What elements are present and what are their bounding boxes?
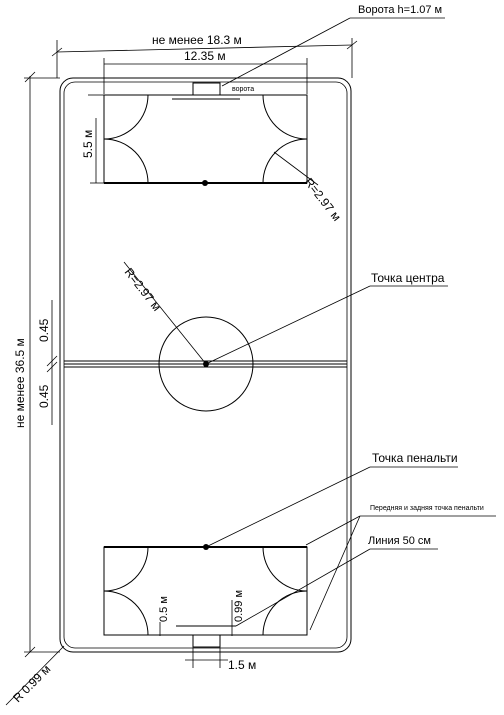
center-point-label: Точка центра: [371, 271, 445, 285]
line-50-label: Линия 50 см: [368, 535, 431, 547]
goal-height-label: Ворота h=1.07 м: [358, 4, 442, 16]
outer-corner-radius-label: R 0.99 м: [10, 662, 53, 705]
penalty-point-callout: Точка пенальти: [205, 451, 458, 548]
bottom-penalty-area: [103, 544, 308, 636]
halfline-lower-label: 0.45: [37, 384, 51, 408]
penalty-width-dimension: 12.35 м: [103, 49, 308, 94]
front-back-penalty-label: Передняя и задняя точка пенальти: [370, 505, 484, 512]
dim-099: 0.99 м: [231, 590, 245, 636]
goal-width-dimension: 1.5 м: [185, 648, 256, 672]
center-point-callout: Точка центра: [205, 271, 448, 365]
dim-05: 0.5 м: [158, 596, 170, 636]
front-back-penalty-callout: Передняя и задняя точка пенальти: [305, 505, 496, 631]
top-radius-label: R=2.97 м: [302, 175, 344, 224]
penalty-depth-label: 5.5 м: [81, 130, 95, 158]
penalty-depth-dimension: 5.5 м: [81, 94, 104, 184]
goal-height-callout: Ворота h=1.07 м: [221, 4, 445, 87]
width-dimension: не менее 18.3 м: [51, 33, 358, 78]
dim-099-label: 0.99 м: [233, 590, 245, 622]
bottom-goal: [192, 634, 221, 648]
top-penalty-area: [103, 94, 308, 186]
center-radius-callout: R=2.97 м: [122, 261, 207, 365]
field-outer-boundary: [59, 77, 352, 653]
goal-width-label: 1.5 м: [228, 658, 256, 672]
length-dimension: не менее 36.5 м: [13, 71, 60, 658]
halfline-width-dimension: 0.45 0.45: [37, 300, 58, 425]
field-inner-boundary: [63, 81, 348, 649]
top-radius-callout: R=2.97 м: [273, 151, 344, 224]
dim-05-label: 0.5 м: [158, 596, 170, 622]
center-circle: [158, 316, 254, 412]
halfline-upper-label: 0.45: [37, 318, 51, 342]
width-min-label: не менее 18.3 м: [152, 33, 242, 47]
goal-small-label: ворота: [232, 86, 254, 93]
center-radius-label: R=2.97 м: [122, 265, 164, 314]
length-min-label: не менее 36.5 м: [13, 338, 27, 428]
penalty-width-label: 12.35 м: [184, 49, 226, 63]
top-goal: [192, 82, 221, 96]
outer-corner-radius: R 0.99 м: [5, 645, 65, 706]
line-50-callout: Линия 50 см: [235, 535, 438, 627]
top-penalty-point: [202, 180, 208, 186]
penalty-point-label: Точка пенальти: [372, 451, 458, 465]
